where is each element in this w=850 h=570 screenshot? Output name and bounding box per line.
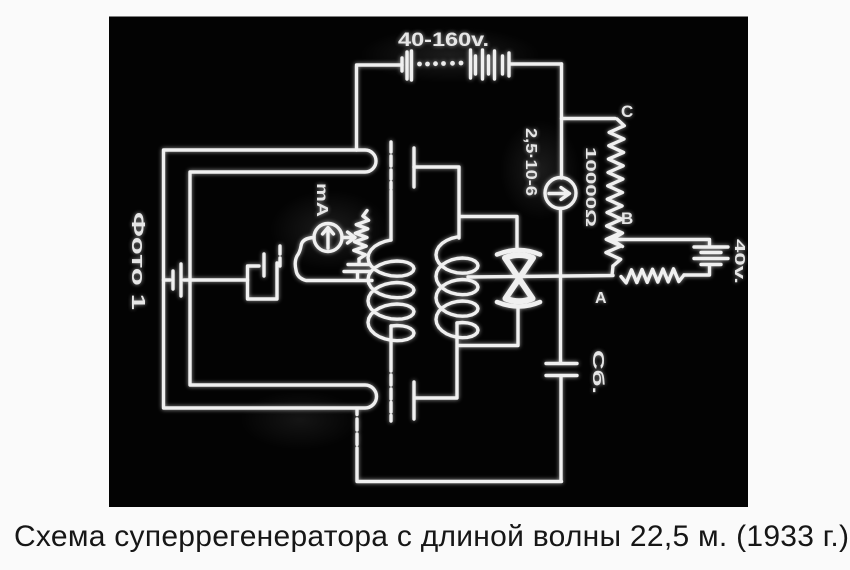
- svg-text:В: В: [621, 209, 633, 228]
- svg-text:40-160v.: 40-160v.: [398, 30, 489, 51]
- svg-text:2,5·10-6: 2,5·10-6: [522, 128, 539, 196]
- svg-text:С: С: [621, 102, 633, 121]
- svg-text:10000Ω: 10000Ω: [582, 147, 599, 227]
- svg-text:2,5·10-6: 2,5·10-6: [522, 128, 539, 196]
- svg-text:Фото 1: Фото 1: [128, 212, 148, 310]
- svg-text:40-160v.: 40-160v.: [398, 30, 489, 51]
- svg-text:А: А: [595, 290, 607, 307]
- svg-text:40v.: 40v.: [731, 239, 748, 284]
- svg-text:Сб.: Сб.: [589, 350, 606, 394]
- svg-text:С: С: [621, 102, 633, 121]
- svg-text:40v.: 40v.: [731, 239, 748, 284]
- svg-text:В: В: [621, 209, 633, 228]
- svg-text:mA: mA: [313, 183, 330, 218]
- svg-text:mA: mA: [313, 183, 330, 218]
- svg-text:Фото 1: Фото 1: [128, 212, 148, 310]
- svg-text:10000Ω: 10000Ω: [582, 147, 599, 227]
- svg-text:Сб.: Сб.: [589, 350, 606, 394]
- svg-text:А: А: [595, 290, 607, 307]
